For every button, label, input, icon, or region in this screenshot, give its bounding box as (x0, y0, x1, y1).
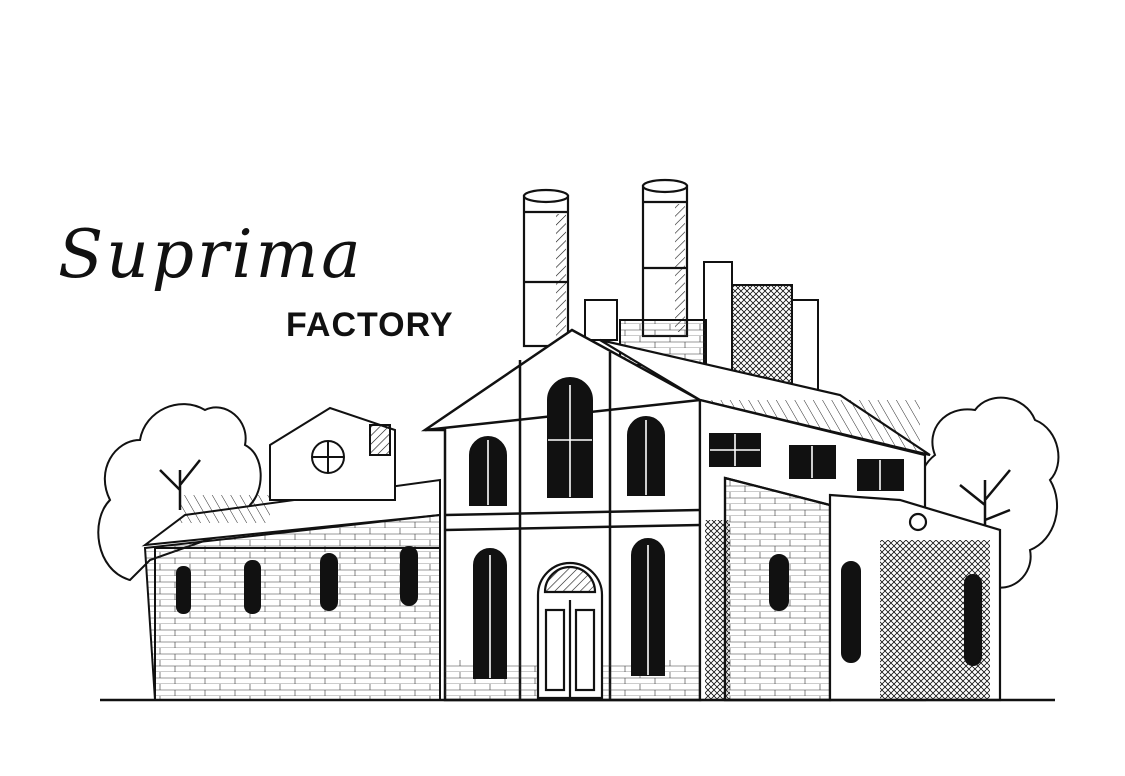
left-wing-windows (176, 546, 418, 614)
right-wing (599, 338, 1002, 702)
main-door (536, 561, 604, 700)
tree-left (97, 403, 262, 582)
smokestack-right (641, 178, 689, 338)
logo: Suprima FACTORY (58, 222, 498, 352)
logo-word-text: FACTORY (286, 306, 454, 344)
logo-script-text: Suprima (58, 216, 364, 293)
window-frames (487, 385, 881, 678)
left-wing (141, 406, 441, 701)
smokestack-left (522, 188, 570, 348)
